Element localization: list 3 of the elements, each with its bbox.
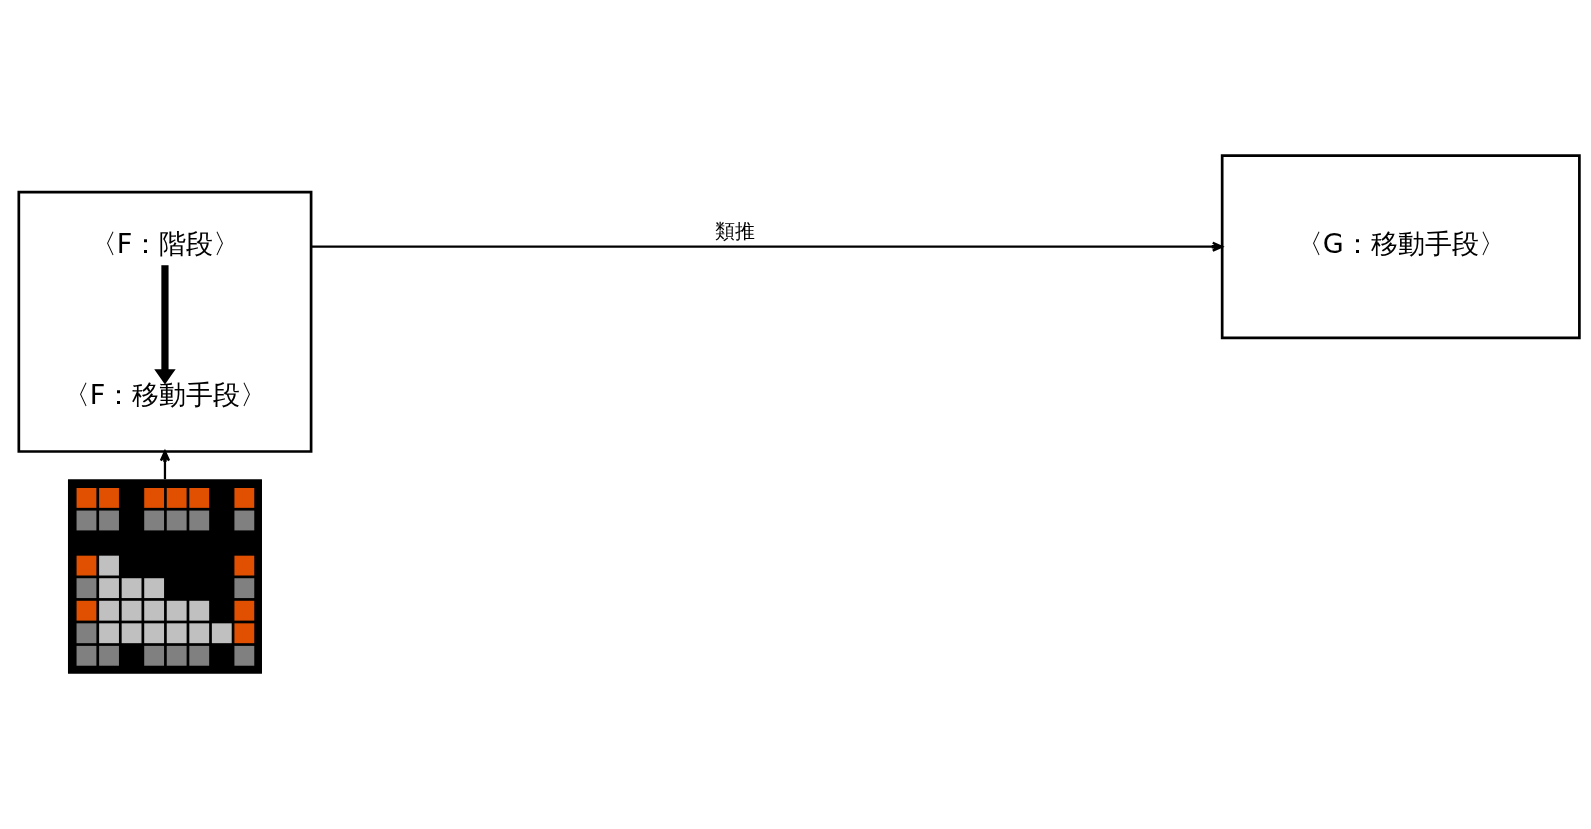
edge-label: 類推	[715, 220, 756, 244]
node-text: 〈F：階段〉	[89, 228, 241, 260]
node-text: 〈F：移動手段〉	[62, 378, 268, 410]
